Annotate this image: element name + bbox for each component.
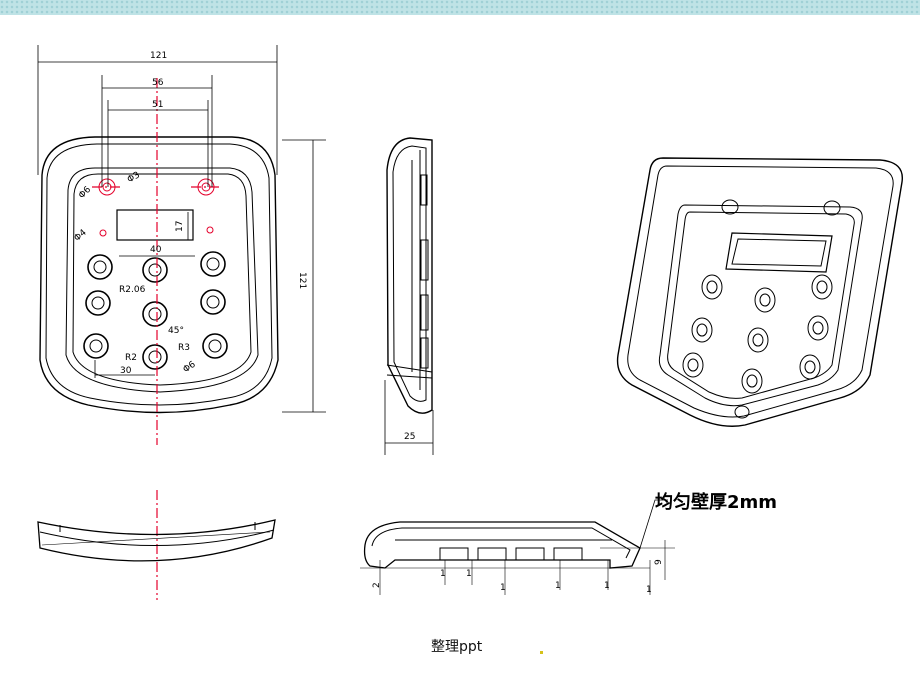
label-phi4: Φ6 — [181, 360, 197, 376]
label-r3: R3 — [178, 343, 190, 353]
curved-section-view — [37, 519, 276, 562]
dim-overall-height: 121 — [297, 272, 307, 289]
key — [83, 333, 109, 359]
dim-section-gap-6: 1 — [646, 585, 652, 595]
key — [142, 301, 168, 327]
dim-overall-width: 121 — [150, 51, 167, 61]
key — [142, 344, 168, 370]
dim-key-pitch: 40 — [150, 245, 162, 255]
top-decorative-bar — [0, 0, 920, 15]
key — [85, 290, 111, 316]
isometric-view — [616, 157, 904, 427]
key — [142, 257, 168, 283]
dim-section-gap-5: 1 — [604, 581, 610, 591]
key — [200, 289, 226, 315]
dim-section-gap-3: 1 — [500, 583, 506, 593]
dim-section-gap-1: 1 — [440, 569, 446, 579]
cross-section-view — [360, 499, 675, 595]
center-lines — [92, 78, 221, 600]
front-view-dimensions — [37, 45, 326, 413]
front-view — [39, 136, 279, 414]
front-view-dimension-text: 121 56 51 40 17 30 121 Φ6 Φ3 Φ4 R2.06 R2… — [72, 51, 307, 376]
dim-section-gap-4: 1 — [555, 581, 561, 591]
dim-inner-span: 51 — [152, 100, 163, 110]
dim-display-height: 17 — [175, 221, 185, 232]
label-phi1: Φ6 — [77, 185, 93, 201]
label-angle: 45° — [168, 326, 184, 336]
label-phi2: Φ3 — [126, 170, 142, 185]
side-view — [384, 137, 434, 455]
key — [87, 254, 113, 280]
front-view-keys — [83, 251, 228, 370]
iso-keys — [682, 199, 841, 419]
slide-caption: 整理ppt — [431, 639, 483, 655]
label-r2: R2 — [125, 353, 137, 363]
dim-section-depth: 9 — [654, 559, 664, 565]
decorative-dot — [540, 651, 543, 654]
label-r1: R2.06 — [119, 285, 146, 295]
key — [200, 251, 226, 277]
dim-section-gap-2: 1 — [466, 569, 472, 579]
label-phi3: Φ4 — [72, 228, 88, 244]
cross-section-dimension-text: 2 1 1 1 1 1 1 9 — [372, 559, 664, 595]
key — [202, 333, 228, 359]
dim-side-small: 2 — [372, 582, 382, 588]
wall-thickness-annotation: 均匀壁厚2mm — [655, 491, 777, 513]
dim-key-row-gap: 30 — [120, 366, 132, 376]
dim-hole-span: 56 — [152, 78, 164, 88]
dim-depth: 25 — [404, 432, 415, 442]
